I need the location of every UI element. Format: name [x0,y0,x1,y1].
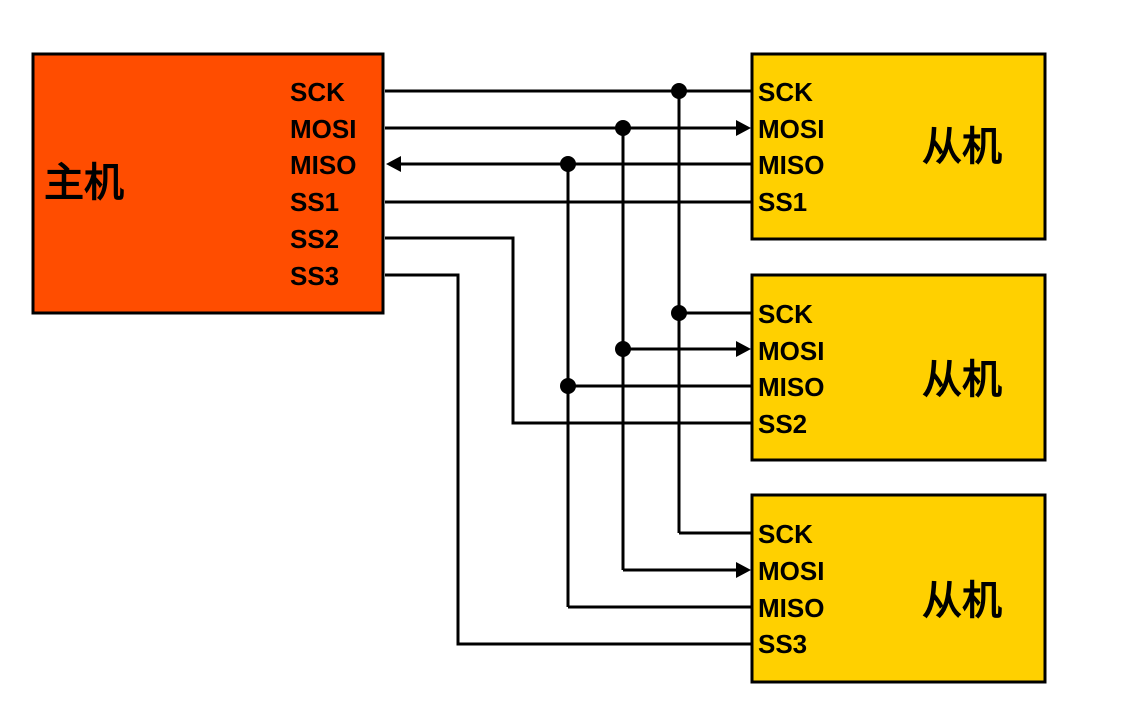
slave-2-pin-sck: SCK [758,299,813,329]
slave-2-title: 从机 [922,357,1002,403]
master-pin-ss3: SS3 [290,261,339,291]
slave-1-pin-miso: MISO [758,150,824,180]
master-pin-sck: SCK [290,77,345,107]
slave-3-title: 从机 [922,578,1002,624]
slave-1-rect [750,52,1047,241]
miso-junction-1 [560,156,576,172]
mosi-junction-2 [615,341,631,357]
master-pin-mosi: MOSI [290,114,356,144]
arrowheads [386,120,751,578]
slave-box-1: 从机 SCK MOSI MISO SS1 [750,52,1047,241]
sck-junction-1 [671,83,687,99]
mosi-arrow-slave-1 [736,120,751,136]
slave-2-pin-mosi: MOSI [758,336,824,366]
wires [385,89,752,646]
slave-3-rect [750,493,1047,684]
mosi-arrow-slave-3 [736,562,751,578]
slave-3-pin-mosi: MOSI [758,556,824,586]
slave-2-pin-ss: SS2 [758,409,807,439]
slave-2-pin-miso: MISO [758,372,824,402]
master-rect [31,52,385,315]
mosi-arrow-slave-2 [736,341,751,357]
slave-1-title: 从机 [922,124,1002,170]
slave-1-pin-ss: SS1 [758,187,807,217]
slave-box-2: 从机 SCK MOSI MISO SS2 [750,273,1047,462]
slave-box-3: 从机 SCK MOSI MISO SS3 [750,493,1047,684]
master-pin-ss2: SS2 [290,224,339,254]
miso-arrow-master [386,156,401,172]
slave-3-pin-miso: MISO [758,593,824,623]
ss3-wire [385,273,752,646]
ss2-wire [385,236,752,425]
master-title: 主机 [44,160,124,206]
master-pin-ss1: SS1 [290,187,339,217]
sck-junction-2 [671,305,687,321]
slave-1-pin-sck: SCK [758,77,813,107]
slave-3-pin-sck: SCK [758,519,813,549]
miso-junction-2 [560,378,576,394]
master-pin-miso: MISO [290,150,356,180]
slave-2-rect [750,273,1047,462]
mosi-junction-1 [615,120,631,136]
slave-3-pin-ss: SS3 [758,629,807,659]
junction-dots [560,83,687,394]
master-box: 主机 SCK MOSI MISO SS1 SS2 SS3 [31,52,385,315]
slave-1-pin-mosi: MOSI [758,114,824,144]
